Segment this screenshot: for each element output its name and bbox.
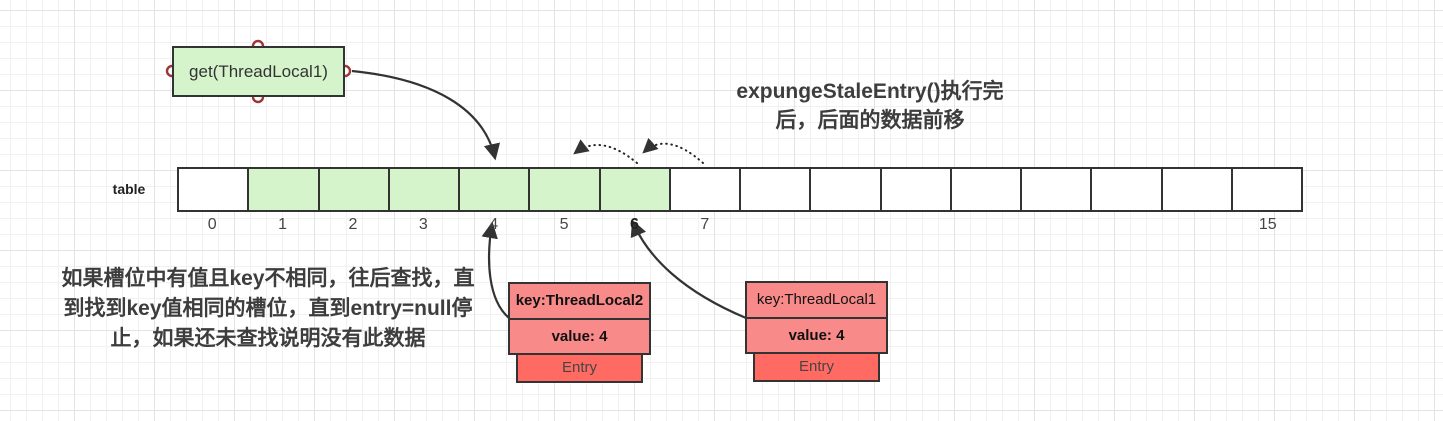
array-cell-7[interactable] bbox=[668, 167, 741, 212]
array-cell-13[interactable] bbox=[1090, 167, 1163, 212]
note-line2: 到找到key值相同的槽位，直到entry=null停 bbox=[63, 297, 473, 320]
array-index-12 bbox=[1022, 216, 1092, 238]
entry-key-field[interactable]: key:ThreadLocal1 bbox=[745, 281, 888, 319]
arrow-get-to-slot4[interactable] bbox=[351, 69, 501, 161]
dotted-arc-slot7-to-slot6[interactable] bbox=[642, 137, 704, 164]
note-annotation: 如果槽位中有值且key不相同，往后查找，直 到找到key值相同的槽位，直到ent… bbox=[28, 264, 508, 354]
index-row: 0 1 2 3 4 5 6 7 15 bbox=[177, 216, 1303, 238]
diagram-title: expungeStaleEntry()执行完 后，后面的数据前移 bbox=[650, 77, 1090, 135]
note-line1: 如果槽位中有值且key不相同，往后查找，直 bbox=[61, 267, 475, 290]
array-index-15: 15 bbox=[1258, 216, 1277, 233]
array-index-0: 0 bbox=[207, 216, 217, 233]
array-cell-6[interactable] bbox=[598, 167, 671, 212]
table-label: table bbox=[112, 181, 146, 197]
array-index-4: 4 bbox=[489, 216, 499, 233]
array-cell-9[interactable] bbox=[809, 167, 882, 212]
array-index-13 bbox=[1092, 216, 1162, 238]
array-cell-12[interactable] bbox=[1020, 167, 1093, 212]
entry-type-tag[interactable]: Entry bbox=[516, 353, 643, 383]
array-cell-14[interactable] bbox=[1160, 167, 1233, 212]
entry-key-field[interactable]: key:ThreadLocal2 bbox=[508, 282, 651, 320]
entry-node-threadlocal2[interactable]: key:ThreadLocal2 value: 4 Entry bbox=[508, 282, 651, 383]
entry-value-field[interactable]: value: 4 bbox=[745, 317, 888, 354]
entry-type-tag[interactable]: Entry bbox=[753, 352, 880, 382]
array-index-5: 5 bbox=[559, 216, 569, 233]
array-index-10 bbox=[881, 216, 951, 238]
array-cell-8[interactable] bbox=[739, 167, 812, 212]
array-cell-15[interactable] bbox=[1230, 167, 1303, 212]
diagram-title-line2: 后，后面的数据前移 bbox=[775, 109, 965, 132]
array-cell-10[interactable] bbox=[879, 167, 952, 212]
dotted-arc-slot6-to-slot5[interactable] bbox=[573, 139, 638, 164]
array-index-1: 1 bbox=[278, 216, 288, 233]
array-cell-11[interactable] bbox=[949, 167, 1022, 212]
diagram-title-line1: expungeStaleEntry()执行完 bbox=[736, 80, 1004, 103]
array-cell-2[interactable] bbox=[317, 167, 390, 212]
array-index-2: 2 bbox=[348, 216, 358, 233]
array-index-7: 7 bbox=[700, 216, 710, 233]
array-index-14 bbox=[1162, 216, 1232, 238]
note-line3: 止，如果还未查找说明没有此数据 bbox=[110, 327, 426, 350]
array-index-11 bbox=[951, 216, 1021, 238]
array-index-8 bbox=[740, 216, 810, 238]
array-cell-0[interactable] bbox=[177, 167, 250, 212]
array-cell-5[interactable] bbox=[528, 167, 601, 212]
array-index-3: 3 bbox=[418, 216, 428, 233]
array-cell-3[interactable] bbox=[387, 167, 460, 212]
get-threadlocal-node[interactable]: get(ThreadLocal1) bbox=[172, 46, 345, 97]
entry-node-threadlocal1[interactable]: key:ThreadLocal1 value: 4 Entry bbox=[745, 281, 888, 382]
array-index-9 bbox=[810, 216, 880, 238]
array-index-6: 6 bbox=[629, 216, 639, 233]
array-cell-4[interactable] bbox=[458, 167, 531, 212]
array-cell-1[interactable] bbox=[247, 167, 320, 212]
array-row bbox=[177, 167, 1303, 212]
entry-value-field[interactable]: value: 4 bbox=[508, 318, 651, 355]
